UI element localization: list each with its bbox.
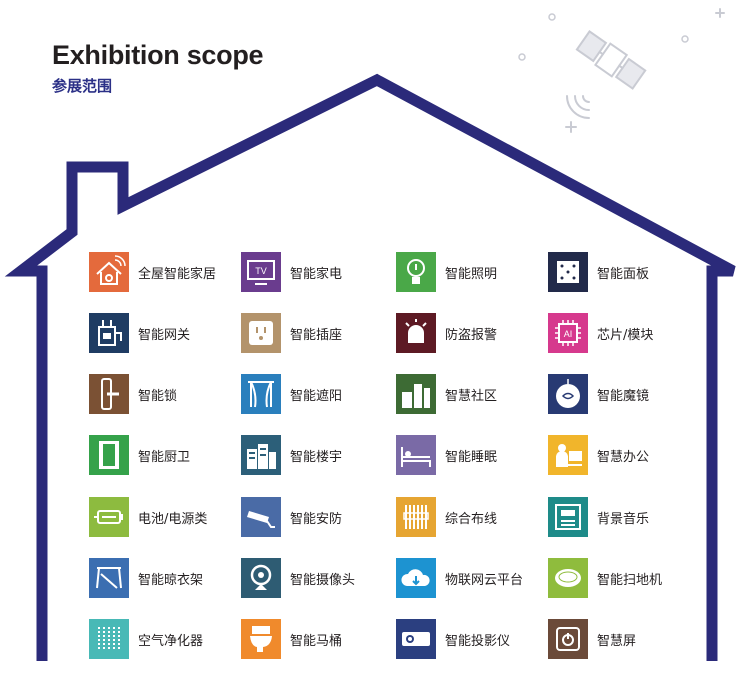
office-icon [548,435,588,475]
curtain-icon [241,374,281,414]
scope-item: AI 芯片/模块 [548,313,653,353]
scope-item-label: 智能厨卫 [138,449,191,465]
community-icon [396,374,436,414]
gateway-icon [89,313,129,353]
scope-item: 智能插座 [241,313,342,353]
scope-item-label: 智能摄像头 [290,572,356,588]
scope-item-label: 芯片/模块 [597,327,654,343]
scope-item: 智能锁 [89,374,177,414]
smart-screen-icon [548,619,588,659]
scope-item: TV 智能家电 [241,252,342,292]
scope-item-label: 智能面板 [597,266,650,282]
scope-item: 电池/电源类 [89,497,207,537]
scope-item: 智能摄像头 [241,558,355,598]
scope-item-label: 电池/电源类 [138,511,208,527]
scope-item-label: 智能家电 [290,266,343,282]
scope-item-label: 智慧社区 [445,388,498,404]
page-title: Exhibition scope [52,40,264,70]
kitchen-bath-icon [89,435,129,475]
scope-item-label: 智能马桶 [290,633,343,649]
smart-home-icon [89,252,129,292]
scope-item: 智能睡眠 [396,435,497,475]
webcam-icon [241,558,281,598]
scope-item: 智能面板 [548,252,649,292]
scope-item: 智能晾衣架 [89,558,203,598]
mirror-icon [548,374,588,414]
panel-icon [548,252,588,292]
scope-item-label: 背景音乐 [597,511,650,527]
svg-text:TV: TV [255,266,267,276]
scope-item: 全屋智能家居 [89,252,216,292]
scope-item: 智能照明 [396,252,497,292]
scope-item-label: 全屋智能家居 [138,266,217,282]
scope-item: 智慧社区 [396,374,497,414]
clothes-rack-icon [89,558,129,598]
scope-item: 智能投影仪 [396,619,510,659]
scope-item: 背景音乐 [548,497,649,537]
socket-icon [241,313,281,353]
cabling-icon [396,497,436,537]
scope-item: 智慧屏 [548,619,636,659]
page-subtitle: 参展范围 [52,77,113,95]
robot-vacuum-icon [548,558,588,598]
toilet-icon [241,619,281,659]
scope-item-label: 智能锁 [138,388,178,404]
scope-item-label: 智能遮阳 [290,388,343,404]
projector-icon [396,619,436,659]
chip-icon: AI [548,313,588,353]
svg-text:AI: AI [564,329,573,339]
scope-item-label: 防盗报警 [445,327,498,343]
door-lock-icon [89,374,129,414]
scope-item: 智能网关 [89,313,190,353]
air-purifier-icon [89,619,129,659]
scope-item: 智能安防 [241,497,342,537]
scope-item-label: 智能扫地机 [597,572,663,588]
scope-item: 物联网云平台 [396,558,523,598]
security-camera-icon [241,497,281,537]
scope-item: 智能楼宇 [241,435,342,475]
tv-icon: TV [241,252,281,292]
building-icon [241,435,281,475]
scope-item: 综合布线 [396,497,497,537]
scope-item: 智能厨卫 [89,435,190,475]
scope-item: 智能遮阳 [241,374,342,414]
scope-item-label: 智能楼宇 [290,449,343,465]
scope-item: 智慧办公 [548,435,649,475]
scope-item: 智能魔镜 [548,374,649,414]
scope-item-label: 智能魔镜 [597,388,650,404]
cloud-icon [396,558,436,598]
scope-item-label: 智慧屏 [597,633,637,649]
scope-item-label: 物联网云平台 [445,572,524,588]
battery-icon [89,497,129,537]
scope-item: 空气净化器 [89,619,203,659]
bulb-icon [396,252,436,292]
scope-item: 智能扫地机 [548,558,662,598]
scope-item-label: 智能安防 [290,511,343,527]
scope-item: 防盗报警 [396,313,497,353]
scope-item-label: 智能网关 [138,327,191,343]
scope-item: 智能马桶 [241,619,342,659]
scope-item-label: 智能插座 [290,327,343,343]
scope-item-label: 空气净化器 [138,633,204,649]
scope-item-label: 智能睡眠 [445,449,498,465]
scope-item-label: 智能晾衣架 [138,572,204,588]
scope-item-label: 综合布线 [445,511,498,527]
scope-item-label: 智能投影仪 [445,633,511,649]
alarm-icon [396,313,436,353]
music-icon [548,497,588,537]
bed-icon [396,435,436,475]
scope-item-label: 智能照明 [445,266,498,282]
scope-item-label: 智慧办公 [597,449,650,465]
